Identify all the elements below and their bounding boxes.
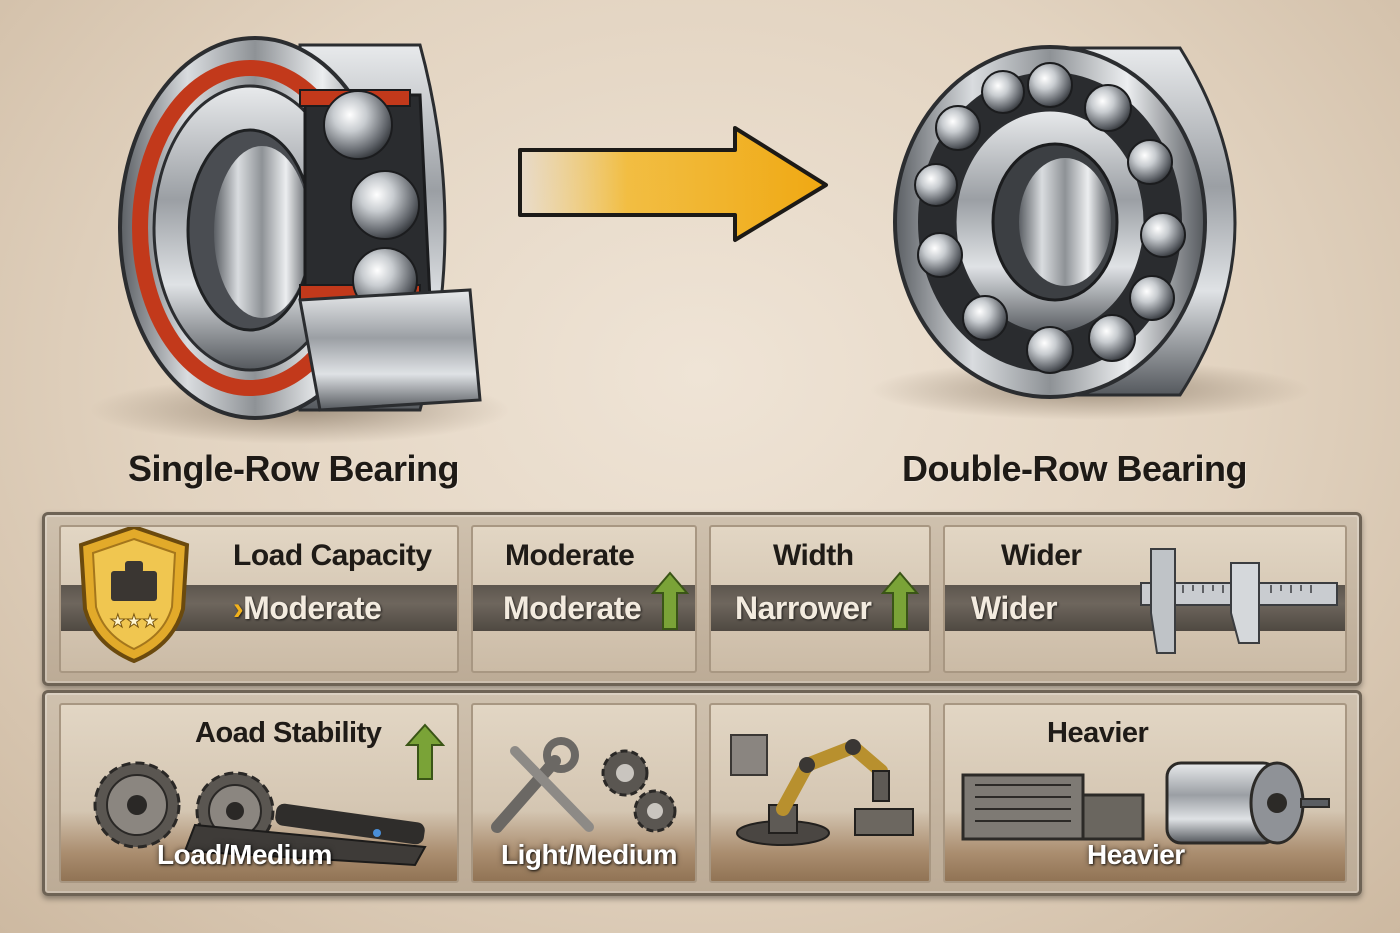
up-arrow-icon bbox=[405, 723, 445, 780]
double-row-heading: Double-Row Bearing bbox=[902, 448, 1248, 489]
heavier-cell: Heavier Heavier bbox=[943, 703, 1347, 883]
right-arrow-icon bbox=[518, 126, 828, 242]
wider-cell: Wider Wider bbox=[943, 525, 1347, 673]
tools-value: Light/Medium bbox=[501, 839, 677, 870]
load-capacity-cell: ★★★ Load Capacity ›Moderate bbox=[59, 525, 459, 673]
heavier-label: Heavier bbox=[1047, 717, 1149, 749]
stability-cell: Aoad Stability Load/Medium bbox=[59, 703, 459, 883]
wider-header: Wider bbox=[1001, 539, 1082, 572]
width-cell: Width Narrower bbox=[709, 525, 931, 673]
up-arrow-icon bbox=[651, 571, 689, 630]
gears-conveyor-icon bbox=[93, 761, 427, 867]
shield-weight-icon: ★★★ bbox=[78, 527, 190, 664]
comparison-row-applications: Aoad Stability Load/Medium bbox=[42, 690, 1362, 896]
up-arrow-icon bbox=[881, 571, 919, 630]
svg-text:★★★: ★★★ bbox=[110, 611, 158, 632]
heavier-value: Heavier bbox=[1087, 839, 1185, 870]
single-moderate-header: Moderate bbox=[505, 539, 635, 572]
single-row-bearing-icon bbox=[90, 36, 510, 444]
width-value: Narrower bbox=[735, 590, 872, 626]
single-row-heading: Single-Row Bearing bbox=[128, 448, 460, 489]
stability-value: Load/Medium bbox=[157, 839, 332, 870]
tools-cell: Light/Medium bbox=[471, 703, 697, 883]
comparison-row-capacity: ★★★ Load Capacity ›Moderate Moderate Mod… bbox=[42, 512, 1362, 686]
single-moderate-cell: Moderate Moderate bbox=[471, 525, 697, 673]
caliper-icon bbox=[1140, 548, 1338, 654]
stability-label: Aoad Stability bbox=[195, 717, 382, 749]
chevron-right-icon: › bbox=[233, 590, 244, 626]
robot-cell bbox=[709, 703, 931, 883]
heavy-machinery-icon bbox=[961, 761, 1330, 845]
wrench-gears-icon bbox=[491, 737, 677, 833]
wider-value: Wider bbox=[971, 590, 1058, 626]
load-capacity-value: ›Moderate bbox=[233, 590, 382, 626]
width-label: Width bbox=[773, 539, 854, 572]
load-capacity-label: Load Capacity bbox=[233, 539, 432, 572]
single-moderate-value: Moderate bbox=[503, 590, 642, 626]
robot-arm-icon bbox=[730, 734, 914, 846]
